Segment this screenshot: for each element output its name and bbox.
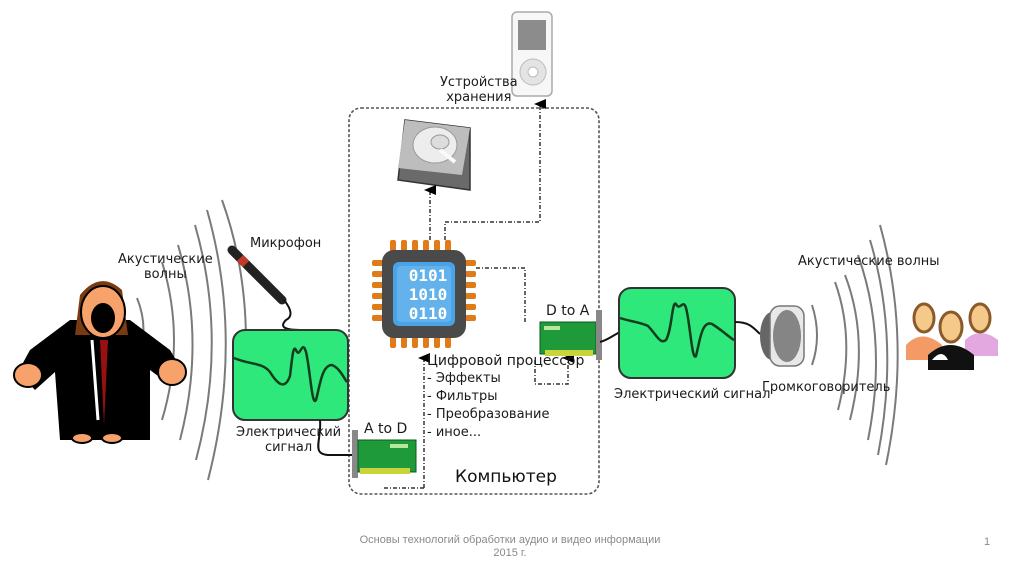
label-electric-line1: Электрический <box>236 425 342 440</box>
label-microphone: Микрофон <box>250 236 322 251</box>
chip-binary: 0101 1010 0110 <box>396 266 460 323</box>
loudspeaker-icon <box>760 305 805 367</box>
signal-cable-left <box>317 419 355 456</box>
singer-icon <box>13 281 187 444</box>
label-electric-signal-left: Электрический сигнал <box>236 425 341 455</box>
speaker-cable <box>734 321 761 335</box>
data-flow-paths <box>384 99 574 489</box>
label-acoustic-line2: волны <box>144 267 187 282</box>
chip-bits-row: 0101 <box>408 266 448 285</box>
processor-function-item: - иное... <box>427 425 482 440</box>
label-d-to-a: D to A <box>546 303 590 319</box>
label-a-to-d: A to D <box>364 421 408 437</box>
label-storage-line1: Устройства <box>440 75 518 90</box>
page-number: 1 <box>984 536 991 548</box>
label-acoustic-line1: Акустические <box>118 252 213 267</box>
slide-footer: Основы технологий обработки аудио и виде… <box>340 534 680 560</box>
computer-frame <box>348 107 600 495</box>
label-storage-devices: Устройства хранения <box>440 75 518 105</box>
processor-description: Цифровой процессор - Эффекты - Фильтры -… <box>427 352 584 442</box>
label-digital-processor: Цифровой процессор <box>427 353 585 369</box>
label-electric-line2: сигнал <box>264 440 313 455</box>
label-loudspeaker: Громкоговоритель <box>762 380 891 395</box>
label-acoustic-waves-left: Акустические волны <box>118 252 213 282</box>
audience-icon <box>906 302 998 370</box>
oscilloscope-left-icon <box>232 329 349 421</box>
chip-bits-row: 0110 <box>408 304 448 323</box>
hard-drive-icon <box>397 119 471 191</box>
oscilloscope-right-icon <box>618 287 736 379</box>
chip-bits-row: 1010 <box>408 285 448 304</box>
processor-function-item: - Фильтры <box>427 389 498 404</box>
sound-card-ad-icon <box>352 430 417 478</box>
footer-year: 2015 г. <box>493 547 527 559</box>
media-player-icon <box>511 11 553 97</box>
cpu-chip-icon <box>372 240 476 348</box>
label-electric-signal-right: Электрический сигнал <box>614 387 771 402</box>
footer-title: Основы технологий обработки аудио и виде… <box>359 534 661 546</box>
label-storage-line2: хранения <box>446 90 512 105</box>
processor-function-item: - Преобразование <box>427 407 550 422</box>
acoustic-waves-right <box>811 224 899 466</box>
acoustic-waves-left <box>136 199 247 481</box>
signal-cable-mid <box>599 331 621 343</box>
sound-card-da-icon <box>539 310 602 360</box>
processor-function-item: - Эффекты <box>427 371 501 386</box>
label-acoustic-waves-right: Акустические волны <box>798 254 940 269</box>
label-computer: Компьютер <box>455 467 557 487</box>
